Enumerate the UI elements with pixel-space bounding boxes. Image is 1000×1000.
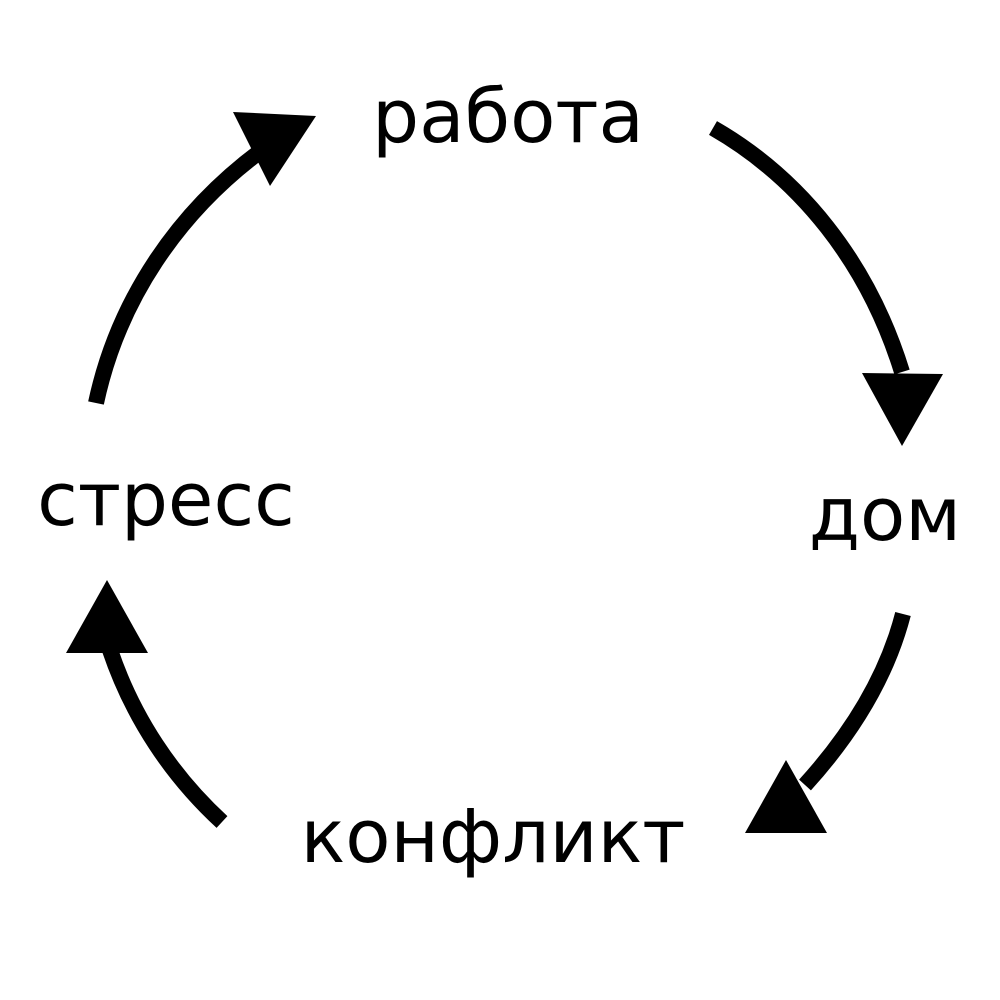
arrow-home-to-conflict-line xyxy=(799,611,911,791)
arrow-stress-to-work-head xyxy=(233,112,316,186)
arrow-work-to-home-head xyxy=(862,373,943,446)
arrow-home-to-conflict-head xyxy=(745,760,827,833)
arrow-stress-to-work xyxy=(88,112,316,405)
arrow-stress-to-work-line xyxy=(88,143,267,405)
node-label-home: дом xyxy=(809,472,961,558)
node-label-conflict: конфликт xyxy=(301,794,686,880)
arrow-work-to-home xyxy=(709,121,943,446)
node-label-stress: стресс xyxy=(37,457,295,543)
arrow-work-to-home-line xyxy=(709,121,910,375)
arrow-conflict-to-stress-line xyxy=(102,647,228,828)
arrow-conflict-to-stress xyxy=(66,580,228,828)
arrow-conflict-to-stress-head xyxy=(66,580,148,653)
node-label-work: работа xyxy=(372,74,644,160)
arrow-home-to-conflict xyxy=(745,611,911,833)
